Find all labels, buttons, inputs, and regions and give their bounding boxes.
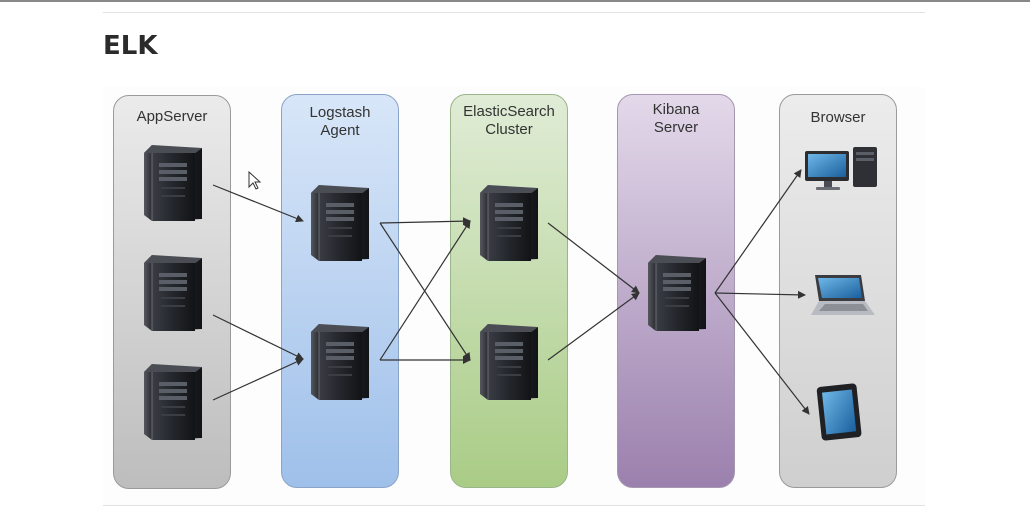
arrow-app-3-to-logstash-2: [212, 358, 304, 401]
server-icon: [144, 255, 202, 331]
lane-label-appserver: AppServer: [136, 108, 208, 125]
arrow-es-1-to-kibana-1: [547, 222, 640, 294]
edges-layer: [212, 169, 810, 415]
lane-label-elasticsearch-cluster: ElasticSearch Cluster: [463, 103, 555, 138]
arrow-logstash-1-to-es-1: [379, 217, 471, 226]
arrow-kibana-1-to-desktop: [714, 169, 802, 294]
server-icon: [648, 255, 706, 331]
elk-architecture-diagram: AppServer Logstash Agent ElasticSearch C…: [103, 87, 925, 505]
mouse-cursor-icon: [248, 171, 262, 190]
tablet-icon: [816, 383, 862, 441]
lane-label-kibana-server: Kibana Server: [652, 101, 700, 136]
arrow-app-1-to-logstash-1: [212, 184, 304, 223]
lane-label-logstash-agent: Logstash Agent: [309, 104, 371, 139]
arrow-es-2-to-kibana-1: [547, 292, 640, 361]
server-icon: [480, 185, 538, 261]
arrow-logstash-2-to-es-1: [379, 220, 471, 361]
arrow-app-2-to-logstash-2: [212, 314, 304, 360]
desktop-computer-icon: [805, 147, 877, 190]
diagram-graphics: [144, 145, 877, 441]
nodes-layer: [144, 145, 877, 441]
lane-elasticsearch-cluster: ElasticSearch Cluster: [450, 94, 568, 488]
arrow-kibana-1-to-laptop: [714, 290, 806, 299]
server-icon: [144, 364, 202, 440]
server-icon: [144, 145, 202, 221]
arrow-kibana-1-to-tablet: [714, 292, 810, 415]
divider-bottom: [103, 505, 925, 506]
server-icon: [311, 324, 369, 400]
server-icon: [480, 324, 538, 400]
page-heading: ELK: [103, 31, 158, 61]
lane-logstash-agent: Logstash Agent: [281, 94, 399, 488]
divider-top: [103, 12, 925, 13]
server-icon: [311, 185, 369, 261]
top-border: [0, 0, 1030, 2]
lane-label-browser: Browser: [810, 109, 866, 126]
laptop-icon: [811, 275, 875, 315]
